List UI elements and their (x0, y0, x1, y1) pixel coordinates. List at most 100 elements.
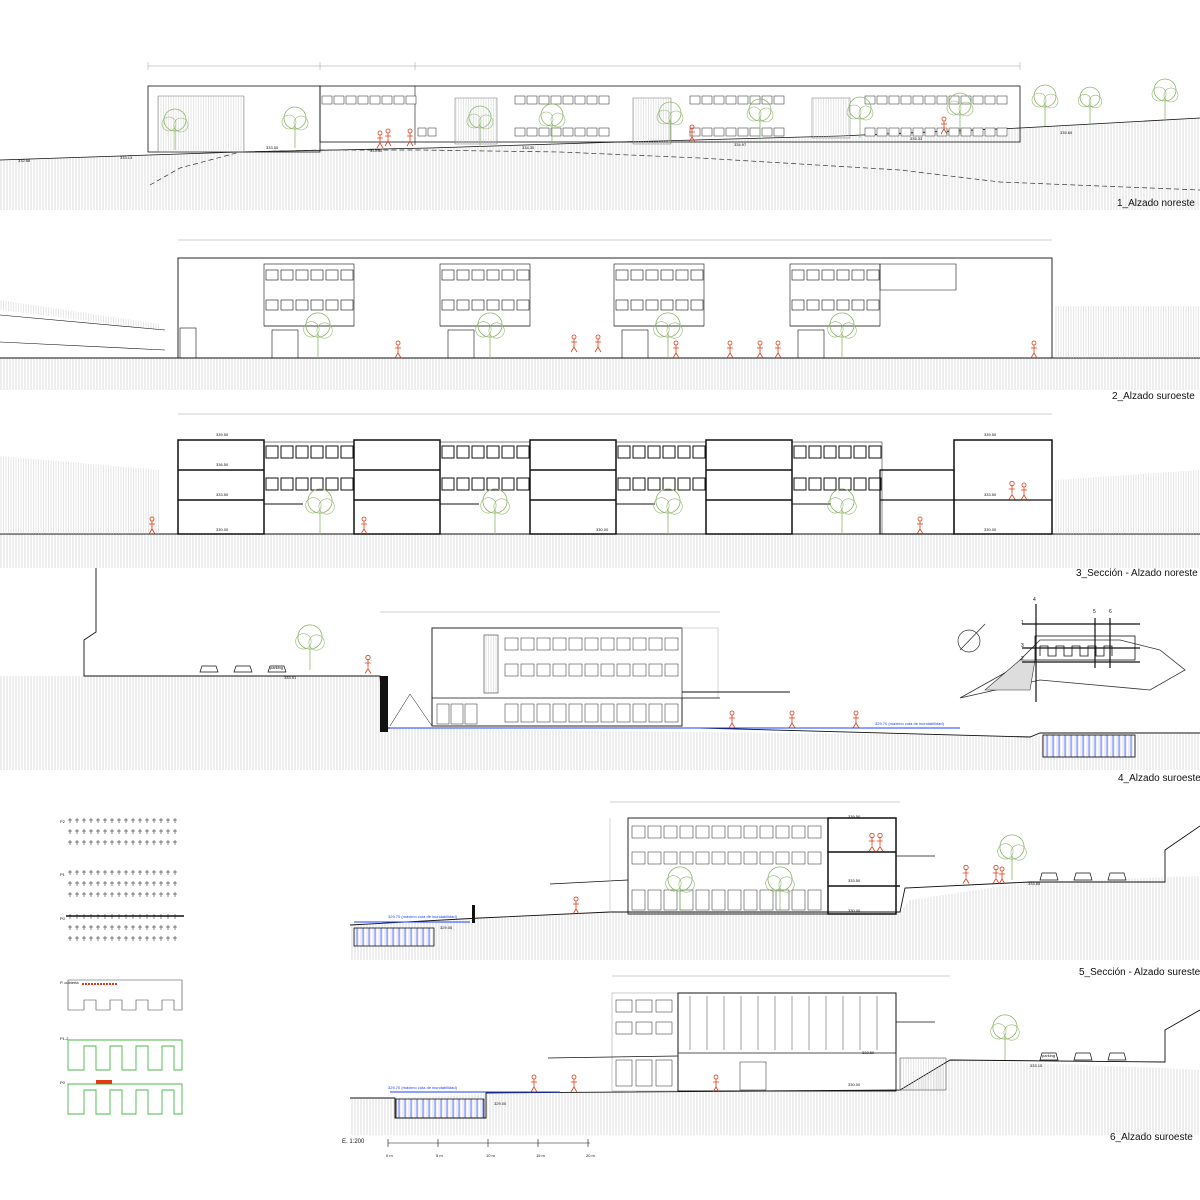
section-mark: 3 (1021, 643, 1024, 649)
tree-icon (305, 488, 335, 534)
person-figure (876, 832, 884, 852)
person-figure (406, 128, 414, 147)
parking-label: parking (270, 665, 284, 670)
section-mark: 4 (1033, 597, 1036, 603)
person-figure (726, 340, 734, 359)
drawing-5-section (349, 801, 1200, 960)
person-figure (148, 516, 156, 535)
person-figure (868, 832, 876, 852)
retention-pool (353, 927, 435, 947)
level-label: 333.50 (370, 148, 383, 153)
north-arrow-icon (957, 629, 981, 653)
tree-icon (946, 92, 974, 134)
tree-icon (653, 312, 683, 358)
level-label: 329.00 (440, 925, 453, 930)
level-label: 334.97 (734, 142, 747, 147)
building-outline (677, 992, 897, 1092)
person-figure (570, 334, 578, 353)
level-label: 339.50 (216, 432, 229, 437)
tree-icon (997, 834, 1027, 880)
level-label: 334.30 (522, 145, 535, 150)
ground-hatch (0, 676, 1200, 770)
level-label: 336.50 (216, 462, 229, 467)
drawing-title-4: 4_Alzado suroeste (1118, 773, 1200, 784)
tree-icon (466, 105, 494, 147)
person-figure (788, 710, 796, 729)
tree-icons (161, 78, 1179, 1060)
level-label: 332.88 (18, 158, 31, 163)
level-label: 335.69 (1060, 130, 1073, 135)
person-figure (394, 340, 402, 359)
level-label: 330.00 (596, 527, 609, 532)
tree-icon (1077, 86, 1102, 124)
person-figure (688, 124, 696, 143)
section-mark: 6 (1109, 609, 1112, 615)
flood-level-label: 329.70 (máximo cota de inundabilidad) (875, 721, 944, 726)
scale-label: E. 1:200 (342, 1139, 365, 1145)
tree-icon (475, 312, 505, 358)
tree-icon (990, 1014, 1020, 1060)
tree-icon (765, 866, 795, 912)
flood-level-label: 329.70 (máximo cota de inundabilidad) (388, 1085, 457, 1090)
level-label: 329.00 (494, 1101, 507, 1106)
person-figure (384, 128, 392, 147)
level-label: 339.50 (984, 432, 997, 437)
person-figure (916, 516, 924, 535)
person-figure (728, 710, 736, 729)
person-figure (572, 896, 580, 915)
level-label: 330.00 (216, 527, 229, 532)
car-icons (1039, 1052, 1127, 1061)
drawing-6-elevation (350, 975, 1200, 1135)
people-figures (148, 116, 1038, 1093)
tree-icon (827, 488, 857, 534)
level-label: 333.50 (984, 492, 997, 497)
tree-icon (653, 488, 683, 534)
person-figure (940, 116, 948, 135)
level-label: 333.91 (284, 675, 297, 680)
level-label: 339.50 (848, 814, 861, 819)
scale-tick-label: 10 m (486, 1153, 495, 1158)
tree-icon (303, 312, 333, 358)
person-figure (774, 340, 782, 359)
plan-label: P0 (60, 916, 65, 921)
level-label: 333.50 (266, 145, 279, 150)
key-plan (957, 604, 1186, 702)
tree-icon (656, 101, 684, 143)
person-figure (1020, 482, 1028, 501)
ground-hatch (0, 118, 1200, 210)
person-figure (756, 340, 764, 359)
drawing-title-1: 1_Alzado noreste (1117, 198, 1195, 209)
person-figure (360, 516, 368, 535)
level-label: 333.85 (1028, 881, 1041, 886)
person-figure (530, 1074, 538, 1093)
drawing-2-elevation (0, 239, 1200, 390)
plan-label: P2 (60, 819, 65, 824)
tree-icon (846, 96, 874, 138)
person-figure (1030, 340, 1038, 359)
section-mark: 1 (1021, 620, 1024, 626)
scale-tick-label: 15 m (536, 1153, 545, 1158)
tree-icon (538, 103, 566, 145)
person-figure (1008, 480, 1016, 500)
level-label: 333.50 (862, 1050, 875, 1055)
person-figure (712, 1074, 720, 1093)
tree-icon (161, 108, 189, 150)
level-label: 333.50 (216, 492, 229, 497)
plan-label: P. cubierta (60, 980, 79, 985)
section-mark: 2 (1021, 656, 1024, 662)
ground-hatch (0, 534, 1200, 568)
person-figure (570, 1074, 578, 1093)
tree-icon (281, 106, 309, 148)
drawing-3-section (0, 413, 1200, 568)
tree-icon (665, 866, 695, 912)
tree-icon (295, 624, 325, 670)
tree-icon (1151, 78, 1179, 120)
building-outline (177, 257, 1053, 359)
plan-label: P1 (60, 872, 65, 877)
plan-label: P1-2 (60, 1036, 69, 1041)
person-figure (852, 710, 860, 729)
retention-pool (395, 1098, 485, 1119)
plan-label: P0 (60, 1080, 65, 1085)
person-figure (364, 654, 372, 674)
